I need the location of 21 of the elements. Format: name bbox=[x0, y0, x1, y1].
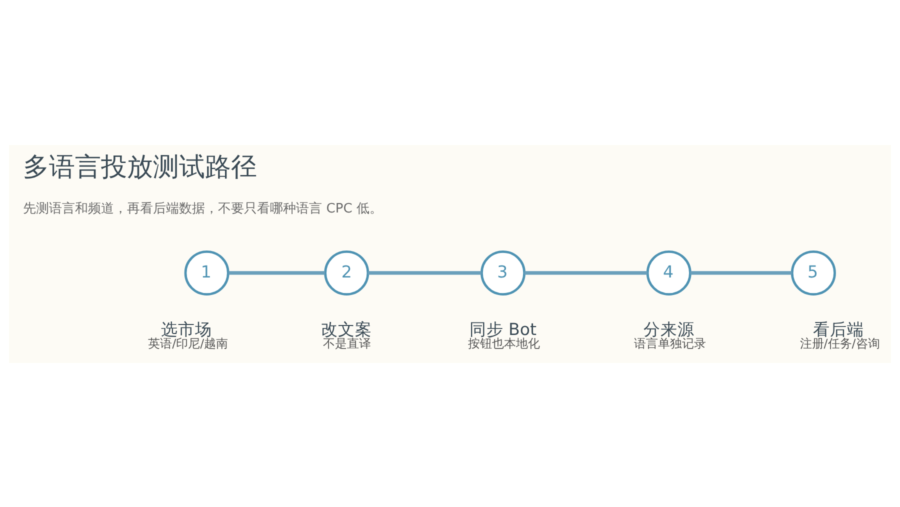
node-label: 分来源 bbox=[643, 319, 694, 338]
node-label: 英语/印尼/越南 bbox=[148, 336, 228, 350]
node-circle: 1 bbox=[184, 250, 230, 295]
node-label: 选市场 bbox=[161, 319, 212, 338]
node-circle: 2 bbox=[324, 250, 370, 295]
node-circle: 3 bbox=[480, 250, 526, 295]
node-circle: 5 bbox=[790, 250, 836, 295]
node-circle: 4 bbox=[646, 250, 692, 295]
connector bbox=[524, 270, 648, 274]
node-label: 语言单独记录 bbox=[634, 336, 706, 350]
node-label: 不是直译 bbox=[322, 336, 371, 350]
connector bbox=[368, 270, 482, 274]
node-label: 同步 Bot bbox=[469, 319, 537, 338]
node-label: 注册/任务/咨询 bbox=[800, 336, 880, 350]
connector bbox=[690, 270, 792, 274]
diagram-title: 多语言投放测试路径 bbox=[23, 152, 258, 182]
connector bbox=[228, 270, 325, 274]
node-label: 改文案 bbox=[321, 319, 372, 338]
label: 先测语言和频道，再看后端数据，不要只看哪种语言 CPC 低。 bbox=[23, 200, 382, 216]
node-label: 按钮也本地化 bbox=[468, 336, 540, 350]
node-label: 看后端 bbox=[812, 319, 864, 338]
